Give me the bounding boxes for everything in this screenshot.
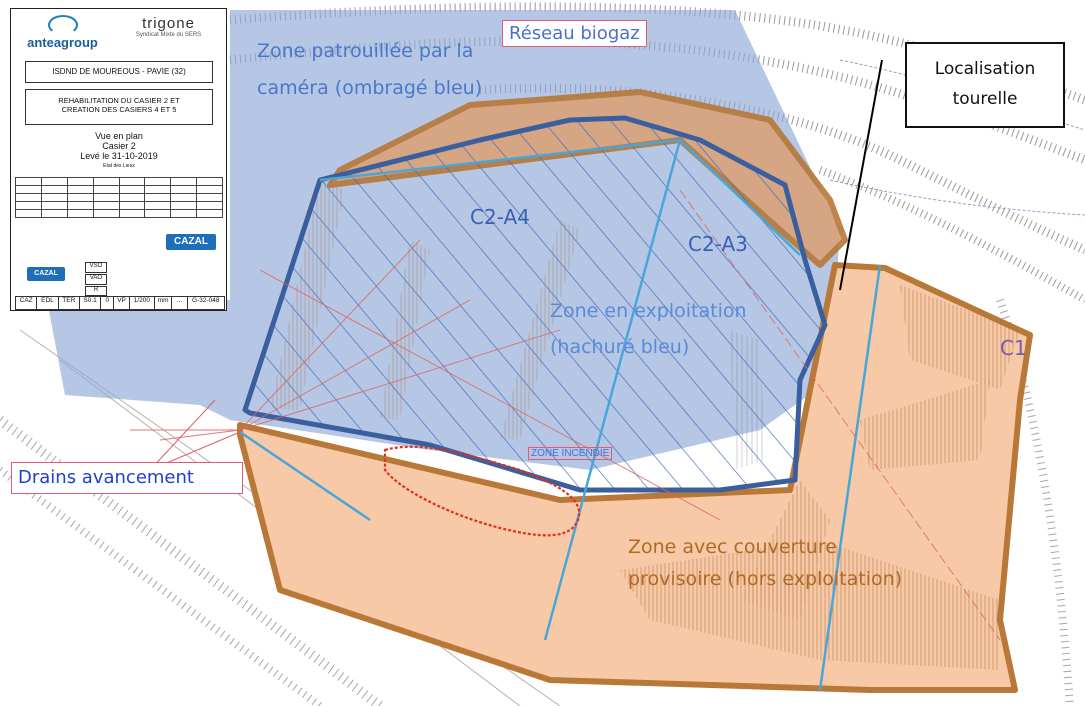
trigone-logo-text: trigone: [142, 15, 195, 32]
label-zone-exploitation-2: (hachuré bleu): [550, 336, 690, 358]
code-cell: CAZ: [16, 297, 38, 309]
code-cell: EDL: [37, 297, 59, 309]
view-line-4: Etat des Lieux: [103, 163, 135, 169]
view-line-1: Vue en plan: [95, 131, 143, 141]
trigone-logo-sub: Syndicat Mixte du SERS: [135, 32, 202, 38]
fire-zone-outline: [383, 445, 581, 537]
label-reseau-biogaz: Réseau biogaz: [502, 20, 647, 47]
antea-swirl-icon: [47, 15, 78, 35]
site-name: ISDND DE MOUREOUS - PAVIE (32): [25, 61, 213, 83]
code-cell: 0: [101, 297, 115, 309]
trigone-logo: trigone Syndicat Mixte du SERS: [116, 15, 221, 55]
label-couverture-2: provisoire (hors exploitation): [628, 568, 903, 590]
code-cell: G-32-048: [192, 297, 220, 304]
code-cell: mm: [155, 297, 173, 309]
project-title-line-2: CREATION DES CASIERS 4 ET 5: [61, 105, 177, 114]
row-r: R: [85, 286, 107, 296]
label-c2-a3: C2-A3: [688, 232, 748, 256]
code-cell: VP: [114, 297, 130, 309]
project-title-line-1: REHABILITATION DU CASIER 2 ET: [58, 96, 180, 105]
drawing-code-row: CAZ EDL TER S0.1 0 VP 1/200 mm ... G-32-…: [15, 296, 225, 310]
label-zone-incendie: ZONE INCENDIE: [528, 447, 613, 460]
label-localisation-tourelle: Localisation tourelle: [905, 42, 1065, 128]
view-description: Vue en plan Casier 2 Levé le 31-10-2019 …: [25, 131, 213, 177]
label-drains-avancement: Drains avancement: [11, 462, 243, 494]
antea-logo: anteagroup: [15, 13, 110, 55]
localisation-line-2: tourelle: [952, 89, 1018, 109]
revision-table: [15, 177, 223, 218]
label-c2-a4: C2-A4: [470, 205, 530, 229]
antea-logo-text: anteagroup: [27, 35, 98, 50]
localisation-line-1: Localisation: [934, 59, 1036, 79]
ridge-hatching: [270, 180, 765, 470]
slope-hatching: [620, 285, 1020, 670]
cazal-logo-small: CAZAL: [27, 267, 65, 281]
code-cell: S0.1: [80, 297, 102, 309]
cazal-logo: CAZAL: [166, 234, 216, 250]
title-block: anteagroup trigone Syndicat Mixte du SER…: [10, 8, 227, 311]
row-vao: VAO: [85, 274, 107, 285]
label-couverture-1: Zone avec couverture: [628, 536, 837, 558]
label-zone-exploitation-1: Zone en exploitation: [550, 300, 747, 322]
tourelle-pointer: [839, 59, 883, 291]
label-zone-patrouillee-1: Zone patrouillée par la: [257, 40, 474, 62]
view-line-3: Levé le 31-10-2019: [80, 151, 158, 161]
code-cell: ...: [172, 297, 188, 309]
label-zone-patrouillee-2: caméra (ombragé bleu): [257, 77, 483, 99]
drain-network: [239, 138, 882, 691]
label-c1: C1: [1000, 336, 1027, 360]
view-line-2: Casier 2: [102, 141, 136, 151]
code-cell: TER: [59, 297, 80, 309]
code-cell: 1/200: [130, 297, 156, 309]
project-title: REHABILITATION DU CASIER 2 ET CREATION D…: [25, 89, 213, 125]
row-vso: VSO: [85, 262, 107, 273]
